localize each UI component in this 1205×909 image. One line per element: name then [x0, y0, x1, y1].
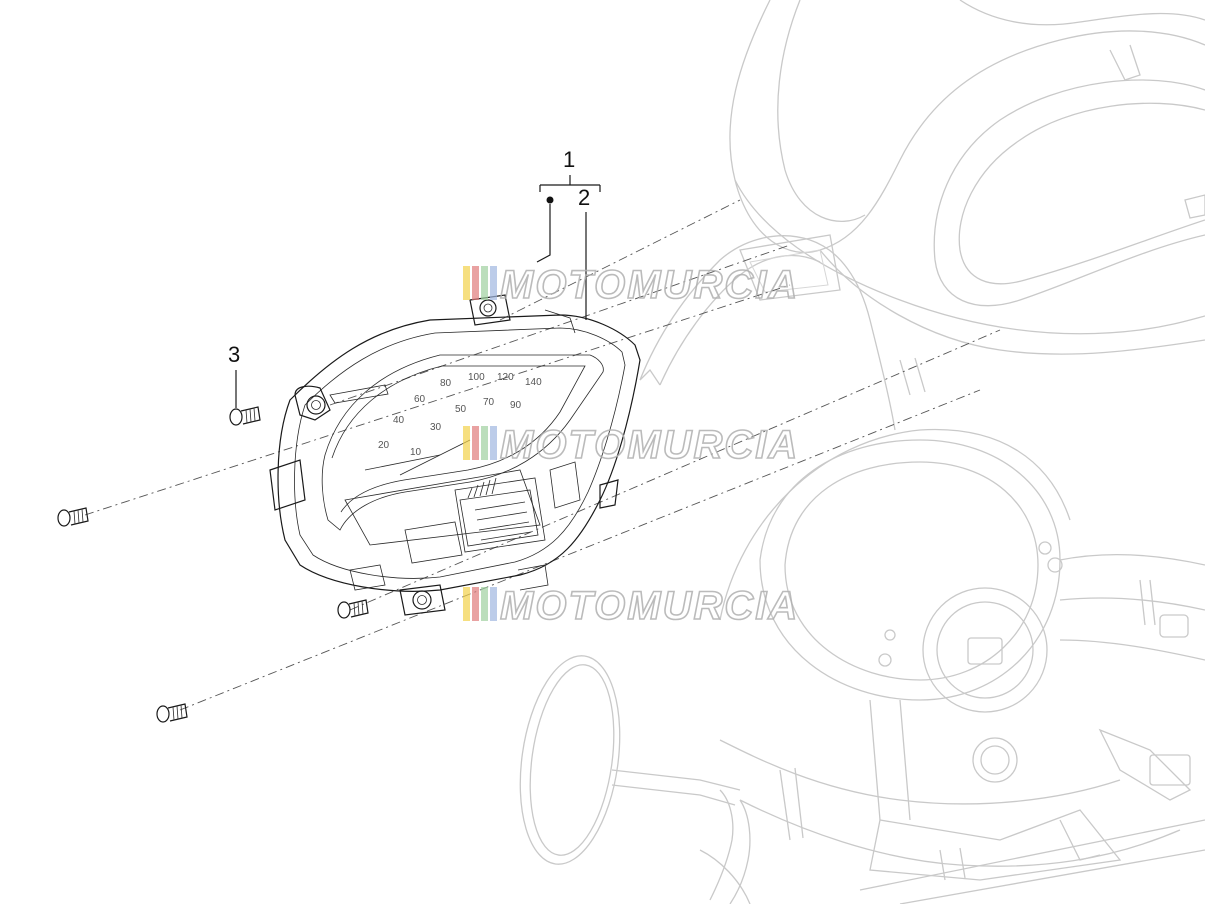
- ghost-headlight-assembly: [699, 428, 1205, 905]
- screw-top: [229, 406, 261, 426]
- callout-kit-marker: [536, 196, 554, 263]
- dial-number: 40: [393, 415, 405, 426]
- dial-number: 20: [378, 440, 390, 451]
- ghost-mirror: [519, 655, 751, 905]
- dial-number: 70: [483, 397, 495, 408]
- dial-number: 90: [510, 400, 522, 411]
- watermark-bottom: MOTOMURCIA: [463, 583, 799, 629]
- dial-number: 60: [414, 394, 426, 405]
- callout-1: 1: [539, 147, 601, 192]
- instrument-cluster: 20 40 60 80 100 120 140 10 30 50 70 90: [269, 294, 641, 616]
- watermark-text: MOTOMURCIA: [500, 423, 799, 467]
- watermark-middle: MOTOMURCIA: [463, 422, 799, 468]
- dial-number: 30: [430, 422, 442, 433]
- dial-number: 50: [455, 404, 467, 415]
- watermark-text: MOTOMURCIA: [500, 584, 799, 628]
- watermark-top: MOTOMURCIA: [463, 262, 799, 308]
- watermark-text: MOTOMURCIA: [500, 263, 799, 307]
- kit-dot: [546, 196, 554, 204]
- cluster-led-grid: [474, 501, 532, 541]
- callout-3: 3: [228, 342, 240, 408]
- callout-number-3: 3: [228, 342, 240, 367]
- dial-number: 140: [525, 377, 542, 388]
- screw-mid: [337, 599, 369, 619]
- callout-number-2: 2: [578, 185, 590, 210]
- dial-number: 80: [440, 378, 452, 389]
- ghost-handlebar-cover: [639, 0, 1205, 431]
- dial-numerals: 20 40 60 80 100 120 140 10 30 50 70 90: [378, 372, 542, 458]
- dial-number: 10: [410, 447, 422, 458]
- screw-left: [57, 507, 89, 527]
- callout-2: 2: [578, 185, 590, 320]
- dial-number: 120: [497, 372, 514, 383]
- dial-number: 100: [468, 372, 485, 383]
- callout-number-1: 1: [563, 147, 575, 172]
- screw-bottom: [156, 703, 188, 723]
- cluster-bar-meter: [467, 477, 497, 499]
